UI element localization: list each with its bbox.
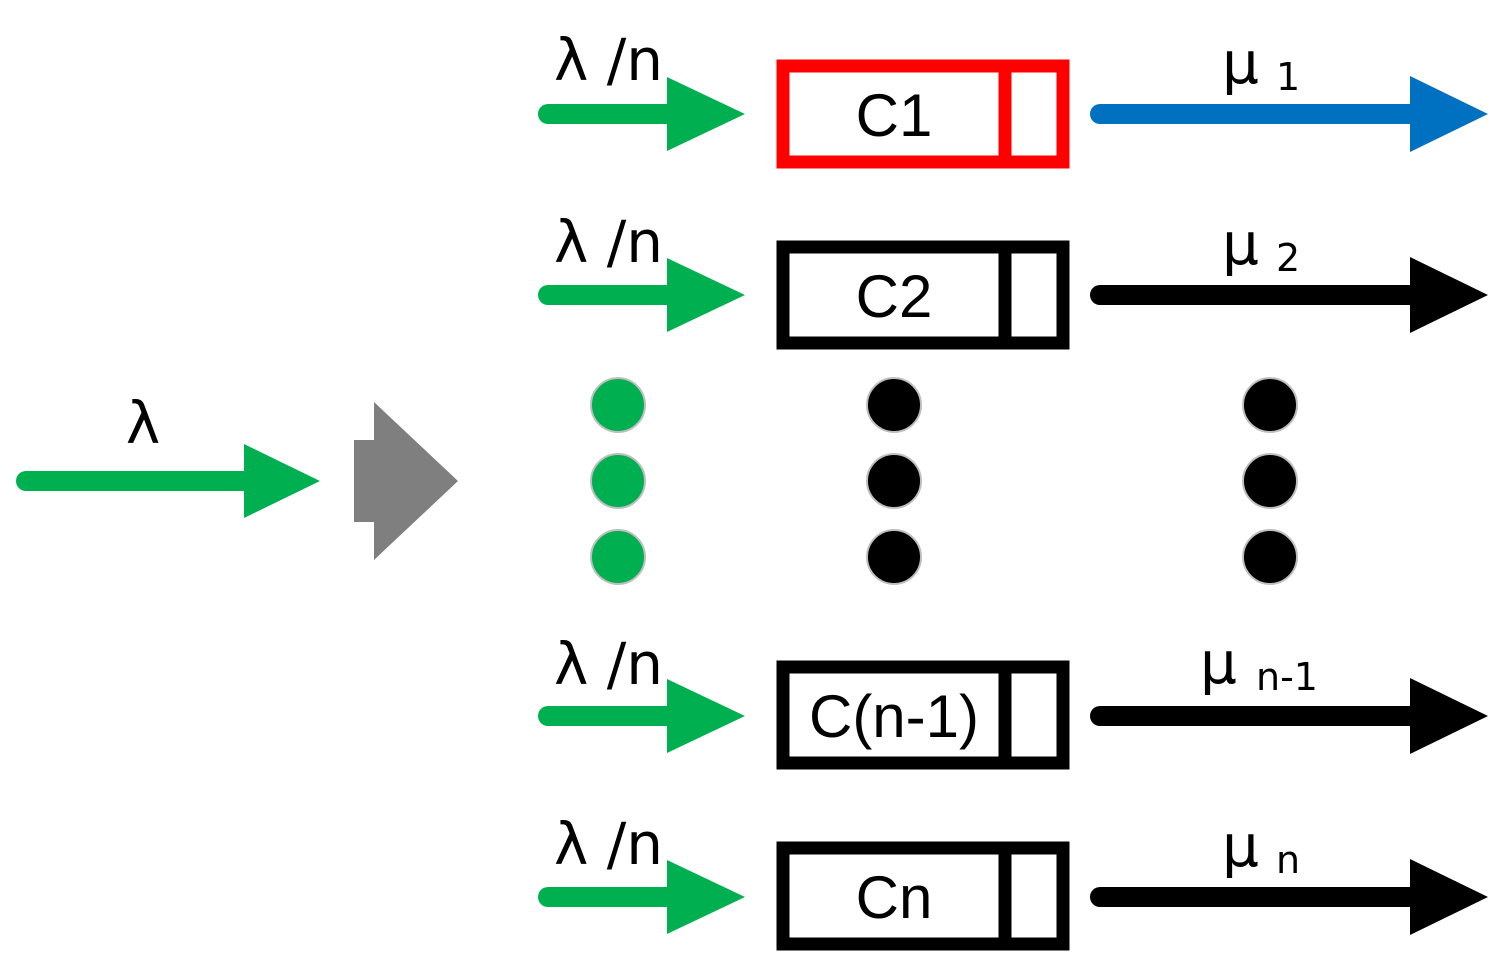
server-queue-box — [776, 841, 1070, 951]
ellipsis-dot — [590, 453, 646, 509]
server-row-1: λ /n C1 μ 1 — [538, 26, 1488, 169]
service-arrow-head — [1410, 859, 1488, 935]
ellipsis-server-column — [866, 377, 922, 585]
server-label: Cn — [856, 864, 933, 931]
ellipsis-dot — [1242, 377, 1298, 433]
ellipsis-dot — [1242, 453, 1298, 509]
service-arrow-head — [1410, 257, 1488, 333]
server-label: C1 — [856, 82, 933, 149]
service-rate-symbol: μ — [1222, 29, 1259, 97]
arrival-rate-label: λ /n — [554, 810, 663, 878]
input-rate-label: λ — [126, 389, 160, 457]
server-label: C(n-1) — [809, 683, 979, 750]
ellipsis-dot — [866, 453, 922, 509]
ellipsis-output-column — [1242, 377, 1298, 585]
server-row-n-minus-1: λ /n C(n-1) μ n-1 — [538, 629, 1488, 770]
server-queue-box — [776, 240, 1070, 350]
service-rate-symbol: μ — [1200, 629, 1237, 697]
input-arrow — [16, 444, 320, 518]
ellipsis-dot — [1242, 529, 1298, 585]
dispatcher-arrow-icon — [354, 402, 458, 560]
ellipsis-green-column — [590, 377, 646, 585]
server-queue-box — [776, 59, 1070, 169]
arrival-rate-label: λ /n — [554, 630, 663, 698]
service-rate-subscript: 2 — [1276, 236, 1300, 280]
service-rate-symbol: μ — [1222, 812, 1259, 880]
arrival-arrow-head — [667, 679, 745, 753]
arrival-arrow-head — [667, 860, 745, 934]
service-arrow-head — [1410, 678, 1488, 754]
arrival-rate-label: λ /n — [554, 26, 663, 94]
ellipsis-dot — [590, 377, 646, 433]
server-row-2: λ /n C2 μ 2 — [538, 208, 1488, 350]
ellipsis-dot — [866, 529, 922, 585]
ellipsis-dot — [590, 529, 646, 585]
server-label: C2 — [856, 263, 933, 330]
server-queue-box — [776, 660, 1070, 770]
input-arrow-head — [244, 444, 320, 518]
arrival-arrow-head — [667, 258, 745, 332]
service-rate-symbol: μ — [1222, 210, 1259, 278]
service-rate-subscript: n-1 — [1256, 655, 1318, 699]
arrival-rate-label: λ /n — [554, 208, 663, 276]
arrival-arrow-head — [667, 77, 745, 151]
service-rate-subscript: n — [1276, 838, 1300, 882]
server-row-n: λ /n Cn μ n — [538, 810, 1488, 951]
ellipsis-dot — [866, 377, 922, 433]
service-rate-subscript: 1 — [1276, 55, 1300, 99]
service-arrow-head — [1410, 76, 1488, 152]
